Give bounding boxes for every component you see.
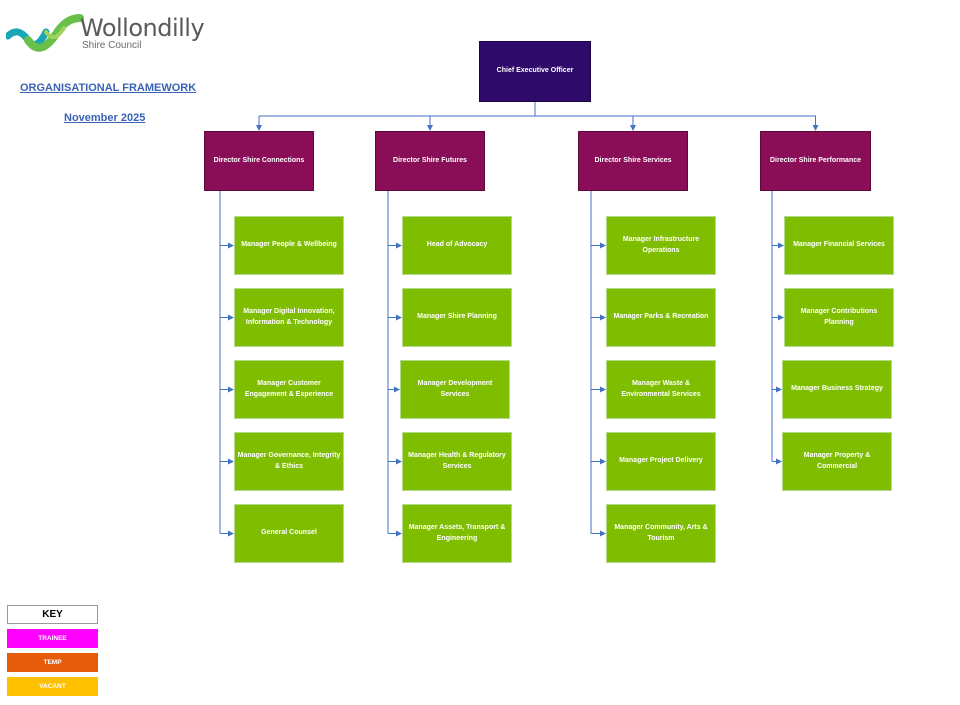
manager-box[interactable]: Manager Business Strategy — [782, 360, 892, 419]
logo-subtitle: Shire Council — [82, 40, 142, 51]
manager-box[interactable]: Manager Governance, Integrity & Ethics — [234, 432, 344, 491]
logo-wave-icon — [4, 14, 84, 52]
ceo-box[interactable]: Chief Executive Officer — [479, 41, 591, 102]
manager-box[interactable]: Manager Development Services — [400, 360, 510, 419]
manager-box[interactable]: General Counsel — [234, 504, 344, 563]
manager-box[interactable]: Manager Waste & Environmental Services — [606, 360, 716, 419]
manager-box[interactable]: Manager Assets, Transport & Engineering — [402, 504, 512, 563]
page-title: ORGANISATIONAL FRAMEWORK — [20, 82, 197, 94]
manager-box[interactable]: Manager Property & Commercial — [782, 432, 892, 491]
key-title: KEY — [7, 605, 98, 624]
manager-box[interactable]: Manager Health & Regulatory Services — [402, 432, 512, 491]
director-box[interactable]: Director Shire Performance — [760, 131, 871, 191]
director-box[interactable]: Director Shire Futures — [375, 131, 485, 191]
page-date: November 2025 — [64, 112, 146, 124]
manager-box[interactable]: Manager Infrastructure Operations — [606, 216, 716, 275]
manager-box[interactable]: Head of Advocacy — [402, 216, 512, 275]
manager-box[interactable]: Manager Parks & Recreation — [606, 288, 716, 347]
manager-box[interactable]: Manager Project Delivery — [606, 432, 716, 491]
director-box[interactable]: Director Shire Services — [578, 131, 688, 191]
manager-box[interactable]: Manager Shire Planning — [402, 288, 512, 347]
council-logo — [4, 14, 206, 58]
key-trainee: TRAINEE — [7, 629, 98, 648]
manager-box[interactable]: Manager People & Wellbeing — [234, 216, 344, 275]
key-vacant: VACANT — [7, 677, 98, 696]
manager-box[interactable]: Manager Financial Services — [784, 216, 894, 275]
key-temp: TEMP — [7, 653, 98, 672]
manager-box[interactable]: Manager Customer Engagement & Experience — [234, 360, 344, 419]
manager-box[interactable]: Manager Contributions Planning — [784, 288, 894, 347]
manager-box[interactable]: Manager Digital Innovation, Information … — [234, 288, 344, 347]
logo-wordmark: Wollondilly — [80, 14, 205, 42]
manager-box[interactable]: Manager Community, Arts & Tourism — [606, 504, 716, 563]
director-box[interactable]: Director Shire Connections — [204, 131, 314, 191]
